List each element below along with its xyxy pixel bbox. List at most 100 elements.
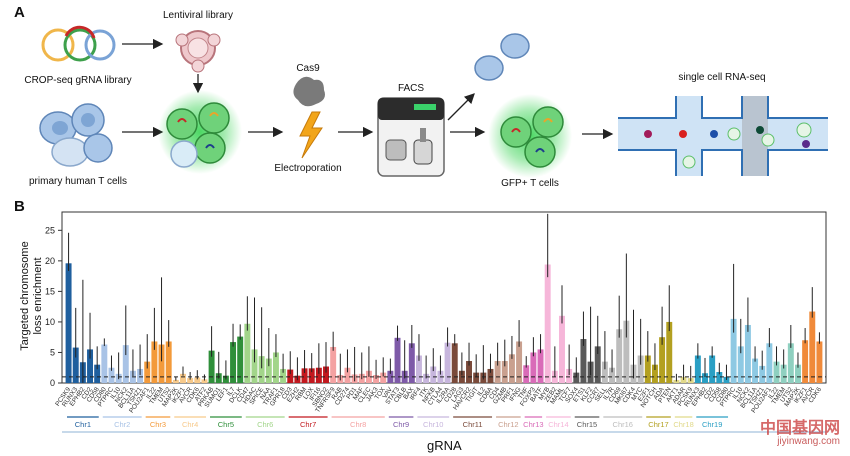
bar <box>87 349 94 383</box>
x-tick-label: IL7 <box>226 386 237 398</box>
bar <box>659 337 666 383</box>
bar <box>187 378 194 383</box>
bar <box>794 364 801 383</box>
bar <box>394 337 401 383</box>
plasmid-library-icon <box>41 25 116 62</box>
facs-machine-icon <box>377 97 445 177</box>
bar <box>387 370 394 383</box>
chromosome-group-label: Chr14 <box>548 420 568 429</box>
bar <box>230 342 237 383</box>
bar <box>323 366 329 383</box>
bar <box>523 365 530 383</box>
bar <box>787 343 794 383</box>
y-tick-label: 5 <box>50 347 55 357</box>
transduced-cells-icon <box>158 90 242 174</box>
bar <box>730 318 737 383</box>
bar <box>573 372 580 383</box>
bar <box>315 367 322 383</box>
bar <box>208 350 215 383</box>
primary-t-cells-label: primary human T cells <box>29 176 127 187</box>
chromosome-group-label: Chr16 <box>613 420 633 429</box>
primary-t-cells-icon <box>39 103 113 167</box>
bar <box>802 340 809 383</box>
chromosome-group-label: Chr5 <box>218 420 234 429</box>
chromosome-group-label: Chr13 <box>523 420 543 429</box>
chromosome-group-label: Chr9 <box>393 420 409 429</box>
bar <box>101 344 108 383</box>
bar <box>237 336 244 383</box>
plot-frame <box>61 211 827 384</box>
chromosome-group-label: Chr7 <box>300 420 316 429</box>
bar <box>301 368 308 383</box>
panel-a-letter: A <box>14 4 25 21</box>
bar <box>494 361 501 383</box>
bar <box>201 379 208 383</box>
bar <box>144 361 151 383</box>
bar <box>265 358 272 383</box>
y-tick-label: 15 <box>45 286 55 296</box>
lentiviral-library-label: Lentiviral library <box>162 10 234 21</box>
bar <box>816 341 823 383</box>
bar <box>752 358 759 383</box>
chromosome-group-label: Chr3 <box>150 420 166 429</box>
bar <box>108 367 115 383</box>
bar <box>716 372 723 383</box>
bar <box>415 355 422 383</box>
bar <box>65 263 72 383</box>
bar <box>544 264 551 383</box>
bar <box>530 352 537 383</box>
chromosome-group-label: Chr10 <box>423 420 443 429</box>
bar <box>251 349 258 383</box>
bar <box>165 341 172 383</box>
facs-label: FACS <box>397 83 425 94</box>
y-tick-label: 0 <box>50 378 55 388</box>
gfp-t-cells-label: GFP+ T cells <box>501 178 559 189</box>
y-tick-label: 20 <box>45 256 55 266</box>
bar <box>473 372 480 383</box>
bar <box>773 361 780 383</box>
x-tick-label: ITK <box>418 386 430 399</box>
bar <box>451 343 458 383</box>
bar <box>809 311 816 383</box>
bar <box>172 379 179 383</box>
bar <box>623 320 630 383</box>
bar <box>766 343 773 383</box>
bar <box>280 368 287 383</box>
lightning-bolt-icon <box>299 111 323 159</box>
bar <box>94 364 101 383</box>
bar <box>194 377 201 383</box>
chromosome-group-label: Chr17 <box>648 420 668 429</box>
gfp-positive-cells-icon <box>488 94 572 178</box>
bar <box>601 361 608 383</box>
bar <box>444 342 451 383</box>
bar <box>344 367 351 383</box>
chromosome-group-label: Chr18 <box>673 420 693 429</box>
bar <box>759 365 766 383</box>
bar <box>137 368 144 383</box>
bar <box>330 346 337 383</box>
workflow-diagram <box>39 25 828 178</box>
cropseq-library-label: CROP-seq gRNA library <box>24 75 132 86</box>
bar <box>430 366 437 383</box>
bar <box>609 367 616 383</box>
bar <box>737 346 744 383</box>
bar <box>380 372 387 383</box>
bar <box>744 324 751 383</box>
bar <box>637 355 644 383</box>
bar <box>287 369 294 383</box>
x-tick-label: IL2 <box>476 386 487 398</box>
scrnaseq-label: single cell RNA-seq <box>678 72 766 83</box>
chromosome-group-label: Chr1 <box>75 420 91 429</box>
watermark: 中国基因网 jiyinwang.com <box>759 420 840 448</box>
chromosome-group-label: Chr6 <box>257 420 273 429</box>
bar <box>151 341 158 383</box>
bar <box>644 355 651 383</box>
bar <box>466 361 473 383</box>
bar <box>272 352 279 383</box>
chromosome-group-label: Chr15 <box>577 420 597 429</box>
bar <box>580 339 587 383</box>
cas9-label: Cas9 <box>296 63 320 74</box>
chromosome-group-label: Chr4 <box>182 420 198 429</box>
bar <box>594 346 601 383</box>
